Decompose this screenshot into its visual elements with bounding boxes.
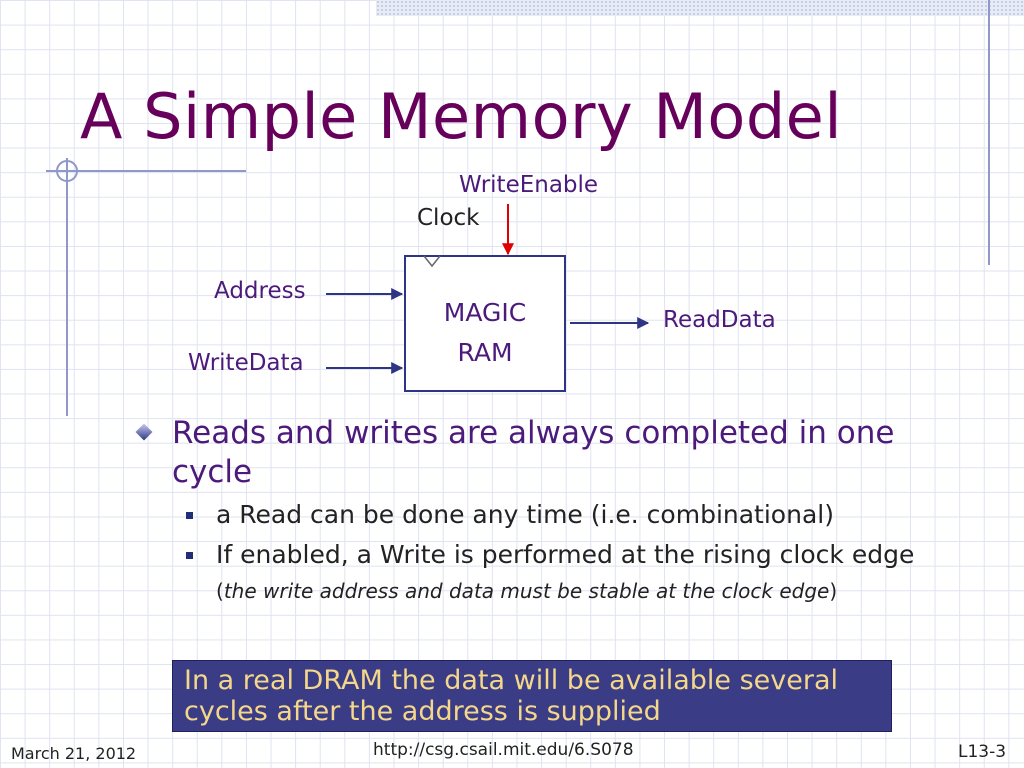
square-bullet-icon (186, 512, 193, 519)
note-close-paren: ) (829, 579, 838, 603)
clock-edge-marker (423, 255, 441, 268)
diamond-bullet-icon (135, 423, 153, 441)
frame-circle-icon (56, 160, 78, 182)
note-italic-text: the write address and data must be stabl… (223, 579, 830, 603)
sub-bullet-read: a Read can be done any time (i.e. combin… (186, 498, 962, 532)
square-bullet-icon (186, 552, 193, 559)
bullet-main-text: Reads and writes are always completed in… (172, 415, 895, 490)
clock-edge-note: (the write address and data must be stab… (216, 576, 962, 606)
footer-date: March 21, 2012 (11, 744, 137, 763)
clock-label: Clock (417, 205, 480, 231)
sub-bullet-write-text: If enabled, a Write is performed at the … (216, 540, 915, 569)
page-title: A Simple Memory Model (80, 80, 843, 153)
header-band (376, 0, 1024, 16)
frame-line-top (46, 170, 246, 172)
frame-line-right (988, 0, 990, 265)
read-data-label: ReadData (663, 307, 776, 333)
ram-label-ram: RAM (457, 338, 513, 367)
bullet-main: Reads and writes are always completed in… (132, 414, 962, 492)
footer-slide-number: L13-3 (958, 742, 1007, 762)
note-open-paren: ( (216, 579, 224, 603)
address-label: Address (214, 278, 306, 304)
bullet-list: Reads and writes are always completed in… (132, 414, 962, 606)
write-enable-label: WriteEnable (459, 172, 599, 198)
ram-diagram (326, 204, 650, 392)
sub-bullet-read-text: a Read can be done any time (i.e. combin… (216, 500, 834, 529)
write-data-label: WriteData (188, 350, 304, 376)
magic-ram-box (404, 255, 566, 392)
footer-url: http://csg.csail.mit.edu/6.S078 (373, 740, 634, 760)
frame-line-left (66, 158, 68, 416)
sub-bullet-write: If enabled, a Write is performed at the … (186, 538, 962, 572)
dram-callout: In a real DRAM the data will be availabl… (172, 660, 892, 732)
ram-label-magic: MAGIC (443, 298, 527, 327)
